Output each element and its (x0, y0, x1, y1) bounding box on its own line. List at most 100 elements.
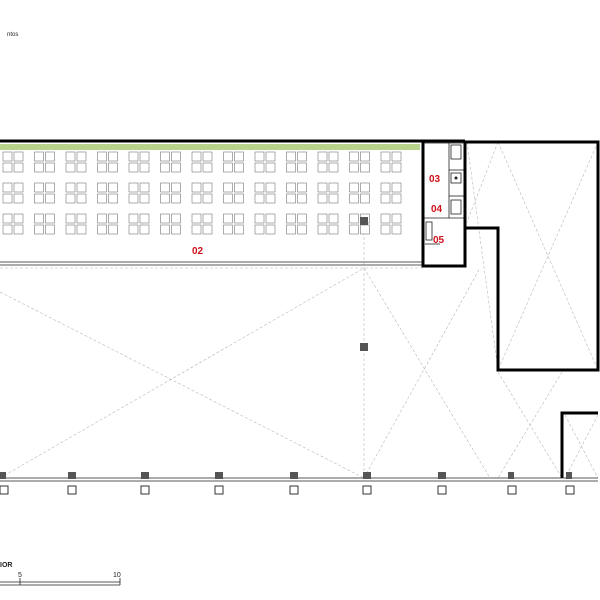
seat (391, 224, 402, 235)
seat (65, 151, 76, 162)
seat (380, 213, 391, 224)
seat (139, 193, 150, 204)
column-footing (507, 485, 517, 495)
column-footing (140, 485, 150, 495)
seat (65, 193, 76, 204)
seat (108, 182, 118, 193)
seat (76, 151, 87, 162)
seat (65, 182, 76, 193)
seat (380, 193, 391, 204)
seat (13, 193, 24, 204)
seat (265, 224, 276, 235)
seat (349, 182, 359, 193)
seat (191, 213, 202, 224)
seat (317, 213, 328, 224)
seat (76, 193, 87, 204)
seat (76, 162, 87, 173)
seat (191, 182, 202, 193)
seat (13, 213, 24, 224)
seat (171, 162, 181, 173)
structural-column (566, 472, 572, 479)
seat (297, 151, 307, 162)
seat (265, 151, 276, 162)
seat (97, 224, 107, 235)
seat (97, 182, 107, 193)
dashed-reference-lines (0, 141, 599, 479)
seat (223, 224, 233, 235)
seat (317, 224, 328, 235)
seat (286, 224, 296, 235)
column-footing (565, 485, 575, 495)
seat (2, 182, 13, 193)
facade-line (0, 477, 598, 482)
seat (317, 151, 328, 162)
seat (234, 151, 244, 162)
seat (108, 162, 118, 173)
column-footing (67, 485, 77, 495)
seat (317, 162, 328, 173)
seat (265, 193, 276, 204)
seat (128, 162, 139, 173)
seat (160, 151, 170, 162)
green-planter-band (0, 144, 420, 150)
seat (234, 224, 244, 235)
structural-column (508, 472, 514, 479)
seat (360, 182, 370, 193)
drawing-caption: ntos (7, 32, 18, 38)
seat (65, 162, 76, 173)
structural-column (141, 472, 149, 479)
seat (254, 213, 265, 224)
room-label-03: 03 (429, 174, 441, 185)
seat (328, 182, 339, 193)
seat (349, 224, 359, 235)
seat (76, 213, 87, 224)
seat (297, 213, 307, 224)
seat (254, 193, 265, 204)
seat (2, 193, 13, 204)
seat (45, 151, 55, 162)
seat (391, 162, 402, 173)
column-footing (437, 485, 447, 495)
seat (202, 224, 213, 235)
seat (286, 213, 296, 224)
seat (265, 182, 276, 193)
seat (360, 151, 370, 162)
structural-column (438, 472, 446, 479)
seat (391, 193, 402, 204)
seat (34, 224, 44, 235)
structural-column (290, 472, 298, 479)
seating-grid (2, 151, 402, 235)
seat (171, 213, 181, 224)
seat (97, 151, 107, 162)
seat (223, 182, 233, 193)
seat (202, 182, 213, 193)
seat (391, 182, 402, 193)
seat (286, 182, 296, 193)
seat (297, 193, 307, 204)
seat (2, 224, 13, 235)
seat (128, 224, 139, 235)
seat (97, 213, 107, 224)
seat (139, 213, 150, 224)
seat (328, 162, 339, 173)
structural-column (215, 472, 223, 479)
seat (191, 193, 202, 204)
column-footing (289, 485, 299, 495)
room-label-02: 02 (192, 246, 204, 257)
seat (108, 151, 118, 162)
seat (171, 182, 181, 193)
scale-bar: IOR 5 10 (0, 562, 121, 586)
seat (328, 193, 339, 204)
seat (380, 182, 391, 193)
seat (128, 151, 139, 162)
seat (108, 193, 118, 204)
seat (360, 162, 370, 173)
seat (139, 182, 150, 193)
seat (360, 224, 370, 235)
seat (223, 151, 233, 162)
seat (171, 151, 181, 162)
seat (349, 162, 359, 173)
seat (234, 193, 244, 204)
seat (317, 193, 328, 204)
